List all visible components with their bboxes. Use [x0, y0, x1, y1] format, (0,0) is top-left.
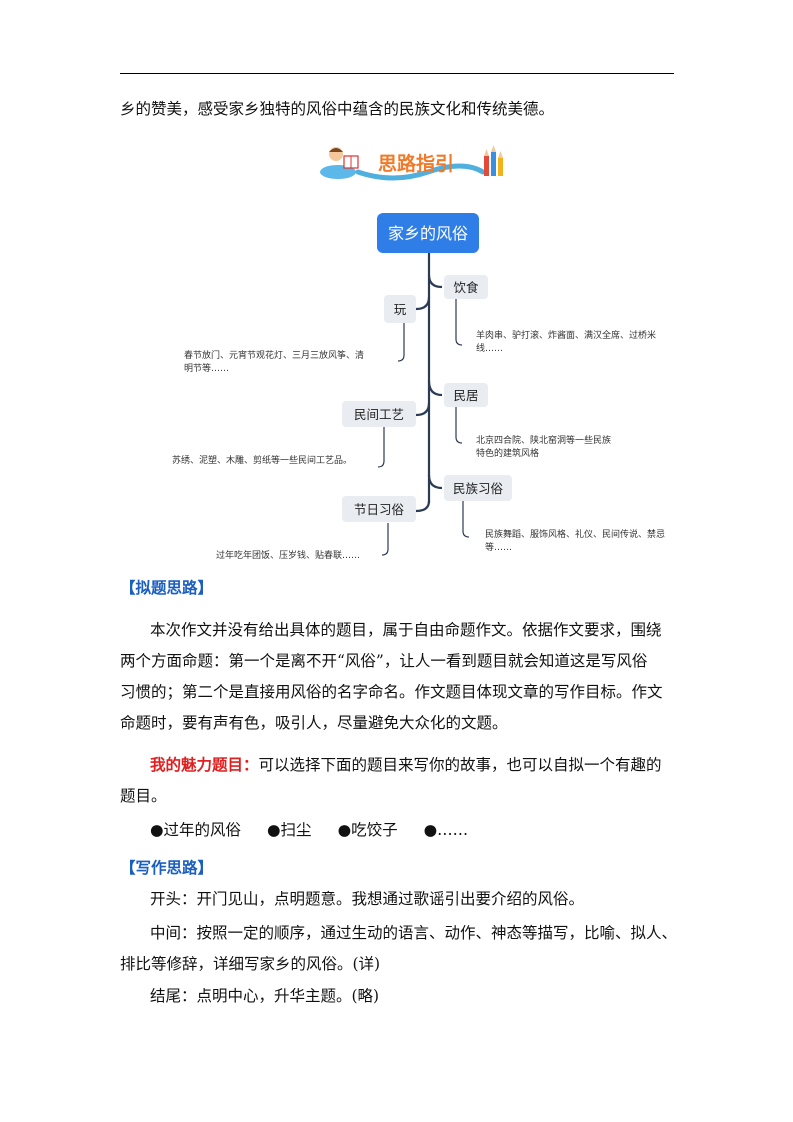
- root-node-label: 家乡的风俗: [388, 224, 468, 243]
- bullet-item: ●过年的风俗: [150, 821, 242, 839]
- food-detail-line2: 线……: [476, 342, 503, 354]
- node-ethnic-label: 民族习俗: [453, 481, 504, 496]
- house-detail-line1: 北京四合院、陕北窑洞等一些民族: [476, 434, 611, 446]
- node-ethnic: [444, 475, 512, 501]
- section1-line2: 两个方面命题：第一个是离不开“风俗”，让人一看到题目就会知道这是写风俗: [120, 652, 648, 670]
- section2-ending: 结尾：点明中心，升华主题。(略): [150, 987, 380, 1005]
- highlight-text: 可以选择下面的题目来写你的故事，也可以自拟一个有趣的: [258, 756, 662, 774]
- section1-heading: 【拟题思路】: [120, 578, 214, 597]
- bullet-item: ●……: [423, 821, 469, 839]
- node-food-label: 饮食: [453, 280, 479, 295]
- pencils-icon: [484, 145, 503, 176]
- reading-kid-icon: [320, 147, 359, 179]
- bullet-item: ●吃饺子: [337, 821, 398, 839]
- node-wan-label: 玩: [394, 302, 407, 317]
- root-node: [377, 213, 479, 253]
- section2-heading: 【写作思路】: [120, 858, 214, 877]
- node-wan: [384, 295, 416, 323]
- mind-map-detail-connectors: [377, 299, 470, 556]
- node-festival-label: 节日习俗: [354, 502, 405, 517]
- house-detail-line2: 特色的建筑风格: [476, 447, 539, 459]
- food-detail-line1: 羊肉串、驴打滚、炸酱面、满汉全席、过桥米: [476, 329, 656, 341]
- node-house: [444, 383, 488, 407]
- banner-title: 思路指引: [378, 152, 454, 175]
- section2-middle-1: 中间：按照一定的顺序，通过生动的语言、动作、神态等描写，比喻、拟人、: [150, 924, 678, 942]
- title-bullets: ●过年的风俗 ●扫尘 ●吃饺子 ●……: [150, 815, 494, 845]
- mind-map-connectors: [415, 253, 443, 513]
- section2-middle-2: 排比等修辞，详细写家乡的风俗。(详): [120, 955, 381, 973]
- node-craft-label: 民间工艺: [354, 407, 404, 422]
- highlight-text-2: 题目。: [120, 787, 167, 805]
- section2-opening: 开头：开门见山，点明题意。我想通过歌谣引出要介绍的风俗。: [150, 890, 585, 908]
- mind-map: 家乡的风俗 饮食 羊肉串、驴打滚、炸酱面、满汉全席、过桥米 线…… 民居 北京四…: [172, 213, 665, 561]
- ethnic-detail-line2: 等……: [485, 541, 512, 553]
- node-food: [444, 275, 488, 299]
- node-craft: [342, 401, 416, 427]
- section1-line1: 本次作文并没有给出具体的题目，属于自由命题作文。依据作文要求，围绕: [150, 621, 662, 639]
- section1-line4: 命题时，要有声有色，吸引人，尽量避免大众化的文题。: [120, 714, 508, 732]
- banner: 思路指引: [320, 145, 503, 181]
- wan-detail-line1: 春节放门、元宵节观花灯、三月三放风筝、清: [184, 349, 364, 361]
- highlight-paragraph: 我的魅力题目：可以选择下面的题目来写你的故事，也可以自拟一个有趣的: [150, 750, 662, 780]
- section1-line3: 习惯的；第二个是直接用风俗的名字命名。作文题目体现文章的写作目标。作文: [120, 683, 663, 701]
- festival-detail: 过年吃年团饭、压岁钱、贴春联……: [216, 549, 360, 561]
- intro-line: 乡的赞美，感受家乡独特的风俗中蕴含的民族文化和传统美德。: [120, 100, 555, 118]
- header-rule: [120, 73, 674, 74]
- highlight-label: 我的魅力题目：: [150, 755, 259, 774]
- node-festival: [342, 496, 416, 522]
- craft-detail: 苏绣、泥塑、木雕、剪纸等一些民间工艺品。: [172, 454, 352, 466]
- wan-detail-line2: 明节等……: [184, 362, 229, 374]
- node-house-label: 民居: [453, 388, 478, 403]
- bullet-item: ●扫尘: [267, 821, 312, 839]
- ethnic-detail-line1: 民族舞蹈、服饰风格、礼仪、民间传说、禁忌: [485, 528, 665, 540]
